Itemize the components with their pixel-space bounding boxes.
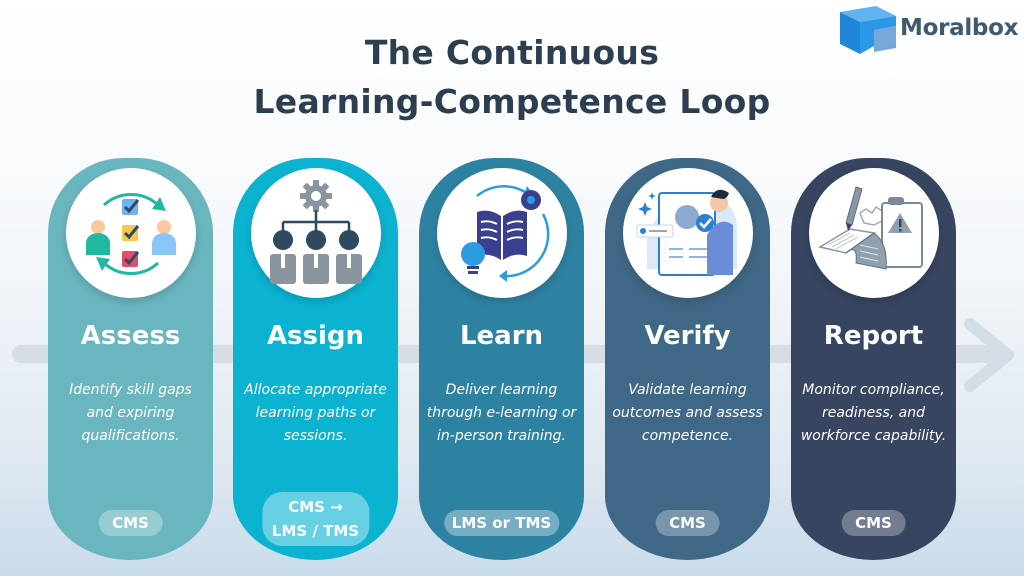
stage-icon-circle bbox=[437, 168, 567, 298]
moralbox-logo: Moralbox bbox=[838, 4, 1024, 56]
stage-description: Validate learning outcomes and assess co… bbox=[612, 382, 763, 444]
stage-title: Assess bbox=[80, 321, 181, 351]
cube-logo-icon bbox=[840, 6, 896, 54]
stage-card-verify: Verify Validate learning outcomes and as… bbox=[605, 158, 770, 560]
org-hierarchy-gear-icon bbox=[270, 180, 362, 284]
stage-title: Report bbox=[823, 321, 924, 351]
system-badge: CMS → LMS / TMS bbox=[261, 492, 370, 546]
stage-card-assign: Assign Allocate appropriate learning pat… bbox=[233, 158, 398, 560]
assessment-checklist-icon bbox=[86, 193, 176, 275]
stage-title: Assign bbox=[266, 321, 365, 351]
arrow-right-icon bbox=[964, 318, 1014, 392]
system-badge: CMS bbox=[841, 510, 906, 536]
system-badge-line-2: LMS / TMS bbox=[271, 522, 360, 540]
stage-title: Learn bbox=[459, 321, 544, 351]
stage-description: Identify skill gaps and expiring qualifi… bbox=[69, 382, 192, 444]
stage-description: Monitor compliance, readiness, and workf… bbox=[800, 382, 947, 444]
stage-title: Verify bbox=[644, 321, 731, 351]
stage-card-assess: Assess Identify skill gaps and expiring … bbox=[48, 158, 213, 560]
stage-icon-circle bbox=[251, 168, 381, 298]
system-badge: CMS bbox=[98, 510, 163, 536]
title-line-2: Learning-Competence Loop bbox=[253, 82, 771, 121]
stage-description: Allocate appropriate learning paths or s… bbox=[244, 382, 387, 444]
stage-icon-circle bbox=[809, 168, 939, 298]
page-title: The Continuous Learning-Competence Loop bbox=[0, 28, 1024, 126]
system-badge: LMS or TMS bbox=[443, 510, 560, 536]
logo-text: Moralbox bbox=[900, 15, 1019, 41]
book-lightbulb-icon bbox=[461, 185, 550, 282]
stage-description: Deliver learning through e-learning or i… bbox=[426, 382, 577, 444]
system-badge: CMS bbox=[655, 510, 720, 536]
system-badge-line-1: CMS → bbox=[288, 498, 343, 516]
stage-card-learn: Learn Deliver learning through e-learnin… bbox=[419, 158, 584, 560]
report-warning-icon bbox=[818, 186, 923, 270]
verified-profile-icon bbox=[636, 189, 737, 276]
title-line-1: The Continuous bbox=[364, 33, 660, 72]
stage-card-report: Report Monitor compliance, readiness, an… bbox=[791, 158, 956, 560]
stage-icon-circle bbox=[66, 168, 196, 298]
stage-icon-circle bbox=[623, 168, 753, 298]
